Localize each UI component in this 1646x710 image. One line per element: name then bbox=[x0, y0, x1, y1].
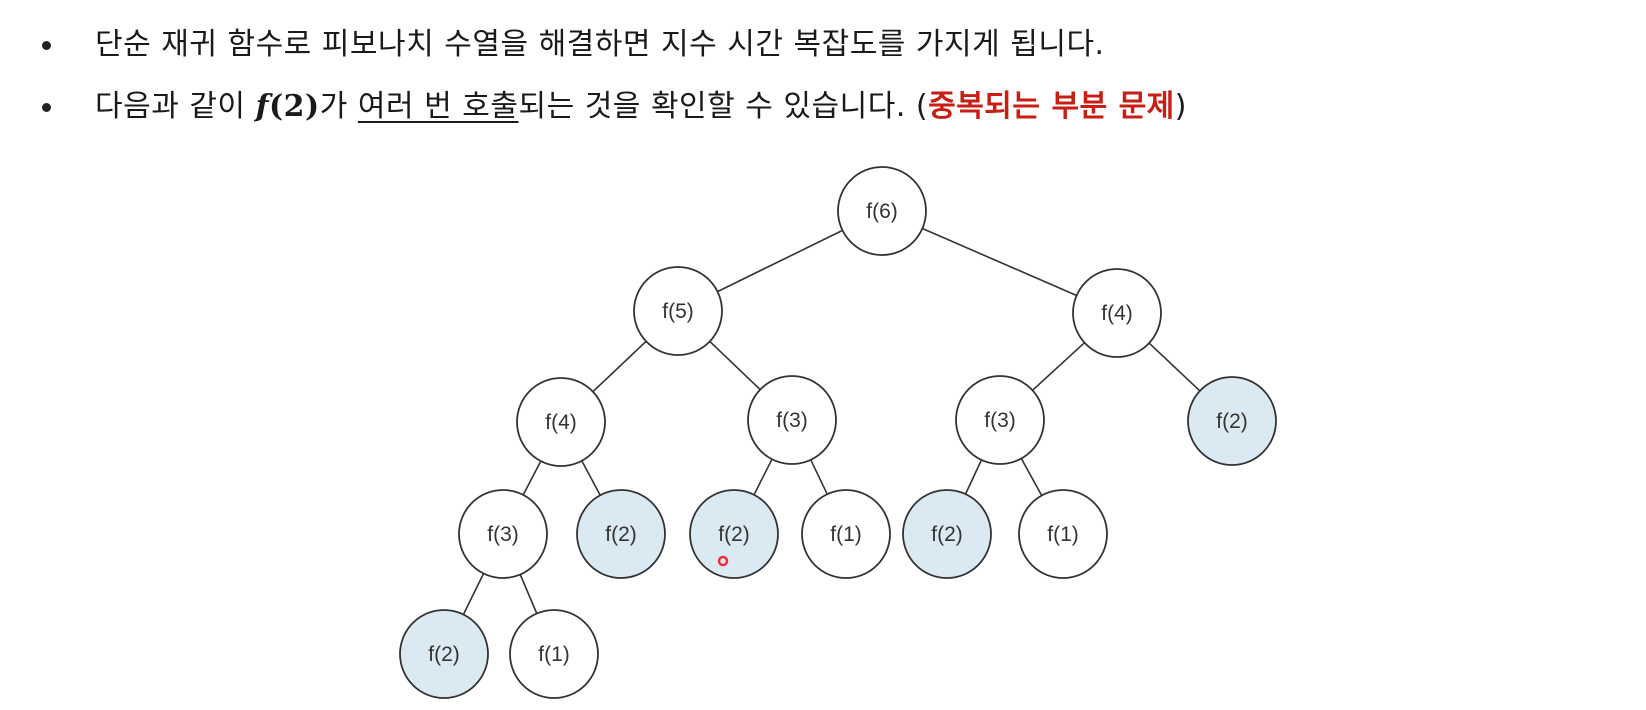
tree-node-circle bbox=[747, 375, 837, 465]
tree-edge bbox=[709, 340, 761, 391]
math-function-name: f bbox=[255, 89, 269, 124]
tree-node-circle bbox=[516, 377, 606, 467]
math-function-arg: (2) bbox=[268, 89, 320, 124]
cursor-dot-icon bbox=[717, 555, 729, 567]
tree-edges bbox=[462, 227, 1201, 615]
tree-node-label: f(2) bbox=[428, 643, 460, 666]
tree-nodes: f(6) f(5) f(4) f(4) f(3) f(3) f(2) f(3) f(2) f(2)… bbox=[399, 166, 1277, 699]
tree-node-circle bbox=[1187, 376, 1277, 466]
bullet-2-after-math: 가 bbox=[319, 89, 358, 124]
tree-node-circle bbox=[509, 609, 599, 699]
tree-node: f(3) bbox=[747, 375, 837, 465]
tree-edge bbox=[1148, 342, 1201, 392]
tree-edge bbox=[462, 573, 485, 615]
tree-edge bbox=[519, 574, 538, 614]
tree-node-label: f(2) bbox=[1216, 410, 1248, 433]
tree-node: f(4) bbox=[1072, 268, 1162, 358]
tree-edge bbox=[1031, 342, 1086, 391]
tree-node-circle bbox=[801, 489, 891, 579]
tree-node-label: f(5) bbox=[662, 300, 694, 323]
tree-node-label: f(1) bbox=[830, 523, 862, 546]
tree-node: f(1) bbox=[801, 489, 891, 579]
tree-node-label: f(1) bbox=[538, 643, 570, 666]
tree-edge bbox=[581, 460, 601, 496]
tree-node-circle bbox=[458, 489, 548, 579]
tree-node-label: f(2) bbox=[718, 523, 750, 546]
bullet-item-1: 단순 재귀 함수로 피보나치 수열을 해결하면 지수 시간 복잡도를 가지게 됩… bbox=[0, 20, 1646, 70]
tree-node-circle bbox=[633, 266, 723, 356]
math-expression: f(2) bbox=[256, 89, 320, 124]
tree-node-circle bbox=[689, 489, 779, 579]
bullet-2-after-underline: 되는 것을 확인할 수 있습니다. ( bbox=[518, 89, 929, 124]
tree-node-circle bbox=[955, 375, 1045, 465]
tree-node-label: f(3) bbox=[776, 409, 808, 432]
tree-node-label: f(1) bbox=[1047, 523, 1079, 546]
tree-edge bbox=[1020, 458, 1043, 496]
tree-node-label: f(3) bbox=[984, 409, 1016, 432]
tree-node-highlighted: f(2) bbox=[902, 489, 992, 579]
bullet-dot bbox=[42, 103, 51, 112]
tree-node: f(3) bbox=[458, 489, 548, 579]
tree-node-circle bbox=[576, 489, 666, 579]
bullet-dot bbox=[42, 41, 51, 50]
tree-node: f(4) bbox=[516, 377, 606, 467]
tree-edge bbox=[810, 459, 828, 495]
bullet-2-before: 다음과 같이 bbox=[95, 89, 256, 124]
tree-node-label: f(3) bbox=[487, 523, 519, 546]
tree-node-label: f(2) bbox=[605, 523, 637, 546]
tree-edge bbox=[922, 227, 1077, 297]
tree-edge bbox=[964, 459, 983, 495]
tree-node-circle bbox=[1072, 268, 1162, 358]
bullet-2-closing: ) bbox=[1174, 89, 1188, 124]
bullet-text-2: 다음과 같이 f(2)가 여러 번 호출되는 것을 확인할 수 있습니다. (중… bbox=[95, 84, 1187, 130]
tree-node-circle bbox=[837, 166, 927, 256]
underlined-phrase: 여러 번 호출 bbox=[357, 89, 519, 124]
bullet-text-1: 단순 재귀 함수로 피보나치 수열을 해결하면 지수 시간 복잡도를 가지게 됩… bbox=[95, 27, 1105, 62]
tree-node-highlighted: f(2) bbox=[689, 489, 779, 579]
tree-node-label: f(4) bbox=[545, 411, 577, 434]
tree-node-circle bbox=[902, 489, 992, 579]
tree-edge bbox=[717, 229, 843, 293]
tree-node-circle bbox=[1018, 489, 1108, 579]
tree-edge bbox=[522, 460, 542, 496]
tree-node-highlighted: f(2) bbox=[576, 489, 666, 579]
tree-node: f(1) bbox=[1018, 489, 1108, 579]
emphasis-phrase: 중복되는 부분 문제 bbox=[928, 89, 1175, 124]
tree-edge bbox=[753, 458, 773, 496]
tree-node: f(5) bbox=[633, 266, 723, 356]
bullet-item-2: 다음과 같이 f(2)가 여러 번 호출되는 것을 확인할 수 있습니다. (중… bbox=[0, 82, 1646, 132]
tree-node-label: f(4) bbox=[1101, 302, 1133, 325]
tree-node: f(1) bbox=[509, 609, 599, 699]
tree-node-circle bbox=[399, 609, 489, 699]
tree-node: f(6) bbox=[837, 166, 927, 256]
tree-node-highlighted: f(2) bbox=[399, 609, 489, 699]
cursor-marker bbox=[717, 555, 729, 567]
tree-edge bbox=[592, 340, 647, 393]
tree-node-label: f(6) bbox=[866, 200, 898, 223]
tree-node: f(3) bbox=[955, 375, 1045, 465]
tree-node-highlighted: f(2) bbox=[1187, 376, 1277, 466]
tree-node-label: f(2) bbox=[931, 523, 963, 546]
